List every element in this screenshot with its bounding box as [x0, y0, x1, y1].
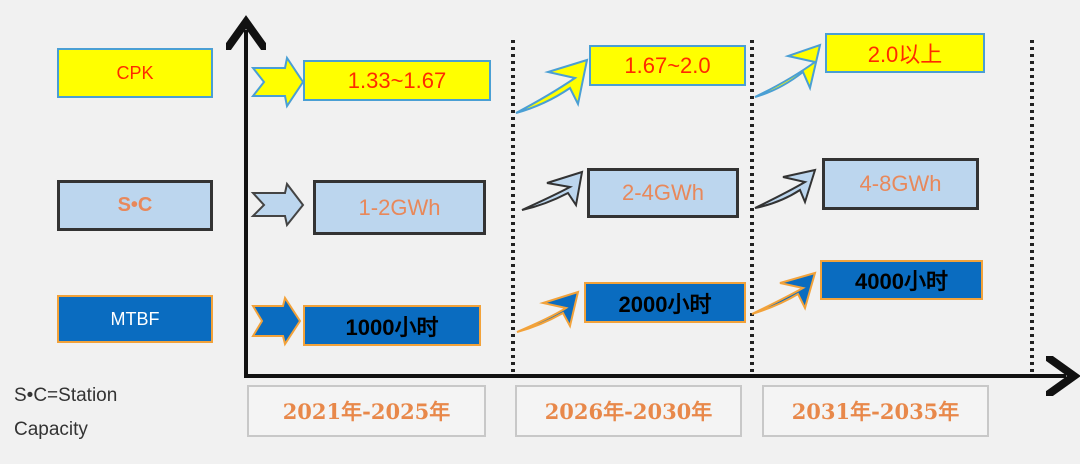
footnote-line-2: Capacity	[14, 419, 88, 440]
mtbf-value-2031: 4000小时	[820, 260, 983, 300]
cpk-label: CPK	[57, 48, 213, 98]
sc-label: S•C	[57, 180, 213, 231]
sc-arrow-icon	[521, 170, 584, 211]
sc-arrow-icon	[250, 181, 305, 228]
mtbf-value-2021: 1000小时	[303, 305, 481, 346]
cpk-value-2026: 1.67~2.0	[589, 45, 746, 86]
mtbf-arrow-icon	[516, 290, 580, 333]
cpk-value-2031: 2.0以上	[825, 33, 985, 73]
mtbf-value-2026: 2000小时	[584, 282, 746, 323]
sc-arrow-icon	[754, 168, 817, 209]
sc-value-2026: 2-4GWh	[587, 168, 739, 218]
period-2026-2030: 2026年-2030年	[515, 385, 742, 437]
period-2021-2025: 2021年-2025年	[247, 385, 486, 437]
mtbf-label: MTBF	[57, 295, 213, 343]
cpk-arrow-icon	[250, 55, 305, 109]
sc-value-2021: 1-2GWh	[313, 180, 486, 235]
cpk-arrow-icon	[754, 43, 822, 98]
cpk-value-2021: 1.33~1.67	[303, 60, 491, 101]
period-2031-2035: 2031年-2035年	[762, 385, 989, 437]
cpk-arrow-icon	[515, 58, 589, 114]
footnote-line-1: S•C=Station	[14, 385, 118, 406]
mtbf-arrow-icon	[751, 271, 817, 315]
sc-value-2031: 4-8GWh	[822, 158, 979, 210]
mtbf-arrow-icon	[251, 295, 302, 347]
